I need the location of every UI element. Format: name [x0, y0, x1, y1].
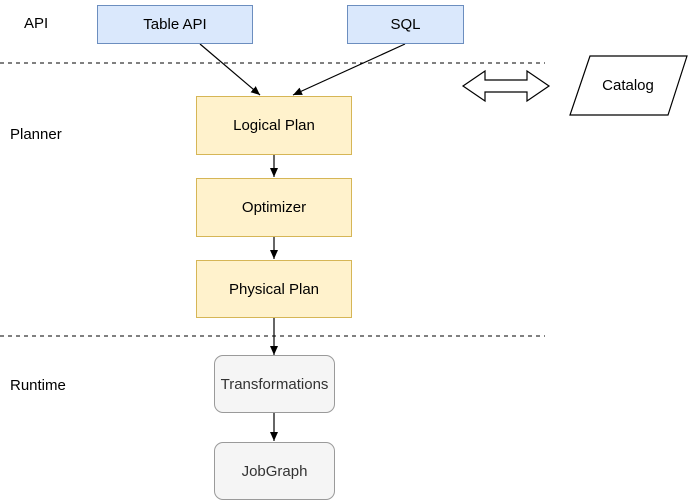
- logical-plan-label: Logical Plan: [233, 117, 315, 134]
- optimizer-label: Optimizer: [241, 199, 307, 216]
- physical-plan-node: Physical Plan: [196, 260, 352, 318]
- arrow-sql-to-logical-plan: [292, 43, 406, 96]
- layer-label-runtime: Runtime: [10, 377, 66, 394]
- transformations-node: Transformations: [214, 355, 335, 413]
- arrow-table-api-to-logical-plan: [199, 43, 261, 96]
- optimizer-node: Optimizer: [196, 178, 352, 237]
- layer-label-api: API: [24, 15, 49, 32]
- transformations-label: Transformations: [220, 375, 329, 393]
- logical-plan-node: Logical Plan: [196, 96, 352, 155]
- layer-label-planner: Planner: [10, 126, 62, 143]
- catalog-bidirectional-arrow: [461, 69, 551, 103]
- catalog-parallelogram: [569, 55, 688, 116]
- sql-label: SQL: [390, 16, 421, 33]
- jobgraph-label: JobGraph: [241, 462, 308, 480]
- physical-plan-label: Physical Plan: [228, 280, 320, 298]
- catalog-label: Catalog: [602, 77, 654, 94]
- table-api-node: Table API: [97, 5, 253, 44]
- sql-node: SQL: [347, 5, 464, 44]
- table-api-label: Table API: [143, 16, 207, 33]
- jobgraph-node: JobGraph: [214, 442, 335, 500]
